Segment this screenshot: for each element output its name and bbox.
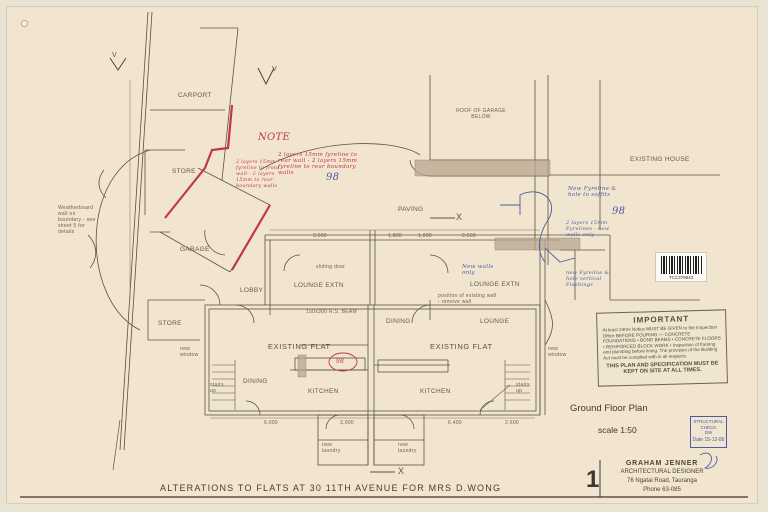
barcode-label: TCC379843: [655, 252, 707, 282]
room-label-lobby: LOBBY: [240, 287, 264, 294]
sheet-title: ALTERATIONS TO FLATS AT 30 11TH AVENUE F…: [160, 483, 502, 493]
structural-stamp-line2: CHECK: [700, 424, 717, 430]
note-new-window-left: new window: [180, 346, 199, 358]
structural-stamp-initials: DW: [704, 430, 713, 436]
room-label-lounge-extn-left: LOUNGE EXTN: [294, 282, 344, 289]
room-label-store-top: STORE: [172, 168, 196, 175]
handwritten-note-red: 2 layers 15mm fyreline to rear wall - 2 …: [278, 152, 358, 176]
barcode-number: TCC379843: [668, 275, 694, 280]
room-label-carport: CARPORT: [178, 92, 212, 99]
stamp-heading: IMPORTANT: [633, 314, 690, 325]
note-existing-wall: position of existing wall - remove wall: [438, 293, 497, 305]
handwritten-note-blue-4: new Fyreline & hole vertical Flashings: [566, 270, 610, 288]
designer-role: ARCHITECTURAL DESIGNER: [620, 469, 704, 475]
dimension-7: 6,400: [448, 420, 463, 426]
note-stairs-right: stairs up: [516, 382, 530, 394]
room-label-garage: GARAGE: [180, 246, 210, 253]
room-label-dining: DINING: [386, 318, 411, 325]
important-stamp: IMPORTANT At least 24hrs Notice MUST BE …: [596, 309, 728, 387]
note-new-window-right: new window: [548, 346, 567, 358]
section-mark-x-bottom: X: [398, 466, 405, 476]
sheet-number: 1: [586, 466, 600, 493]
barcode-bars: [661, 256, 703, 274]
note-new-laundry-left: new laundry: [322, 442, 341, 454]
room-label-existing-flat-left: EXISTING FLAT: [268, 342, 331, 351]
dimension-8: 2,600: [505, 420, 520, 426]
dimension-1: 3,600: [313, 233, 328, 239]
dimension-3: 1,000: [418, 233, 433, 239]
dimension-4: 2,600: [462, 233, 477, 239]
handwritten-note-blue-2: New walls only: [462, 264, 494, 276]
plan-scale: scale 1:50: [598, 425, 637, 435]
designer-phone: Phone 63-085: [643, 487, 681, 493]
room-label-lounge: LOUNGE: [480, 318, 510, 325]
room-label-roof-of-garage: ROOF OF GARAGE BELOW: [456, 108, 506, 120]
dimension-6: 3,000: [340, 420, 355, 426]
room-label-paving: PAVING: [398, 206, 424, 213]
drawing-sheet: [6, 6, 758, 504]
punch-hole: [21, 20, 28, 27]
room-label-dining-left: DINING: [243, 378, 268, 385]
section-mark-v-right: V: [272, 66, 277, 73]
section-mark-v-left: V: [112, 52, 117, 59]
designer-name: GRAHAM JENNER: [625, 460, 699, 467]
room-label-store-bottom: STORE: [158, 320, 182, 327]
dimension-2: 1,800: [388, 233, 403, 239]
handwritten-note-red-2: 2 layers 15mm fyreline to front wall - 2…: [236, 160, 280, 189]
stamp-body: At least 24hrs Notice MUST BE GIVEN to t…: [602, 324, 721, 361]
plan-title: Ground Floor Plan: [570, 403, 648, 414]
note-beam: 150x300 R.S. BEAM: [306, 309, 357, 315]
handwritten-initials-c: 98: [336, 358, 345, 365]
note-sliding-door: sliding door: [316, 264, 346, 270]
handwritten-initials-b: 98: [612, 206, 626, 217]
section-mark-x-top: X: [456, 212, 463, 222]
dimension-5: 6,000: [264, 420, 279, 426]
handwritten-initials-a: 98: [326, 172, 340, 183]
structural-stamp-line1: STRUCTURAL: [693, 419, 724, 424]
note-stairs-left: stairs up: [210, 382, 224, 394]
designer-address: 76 Ngatai Road, Tauranga: [627, 478, 697, 484]
room-label-lounge-extn-right: LOUNGE EXTN: [470, 281, 520, 288]
designer-block: GRAHAM JENNER ARCHITECTURAL DESIGNER 76 …: [612, 459, 712, 495]
structural-stamp-date: Date 15-12-86: [692, 436, 725, 443]
room-label-kitchen-left: KITCHEN: [308, 388, 339, 395]
room-label-existing-flat-right: EXISTING FLAT: [430, 342, 493, 351]
note-new-laundry-right: new laundry: [398, 442, 417, 454]
structural-check-stamp: STRUCTURAL CHECK DW Date 15-12-86: [690, 416, 727, 448]
note-boundary-wall: Weatherboard wall on boundary - see shee…: [58, 205, 96, 235]
handwritten-note-blue: New Fyreline & hole to soffits: [568, 186, 617, 198]
room-label-existing-house: EXISTING HOUSE: [630, 156, 690, 163]
room-label-kitchen-right: KITCHEN: [420, 388, 451, 395]
stamp-footer: THIS PLAN AND SPECIFICATION MUST BE KEPT…: [606, 360, 719, 375]
handwritten-note-blue-3: 2 layers 15mm Fyrelines - new walls only: [566, 220, 610, 238]
handwritten-note-title: NOTE: [258, 132, 291, 143]
